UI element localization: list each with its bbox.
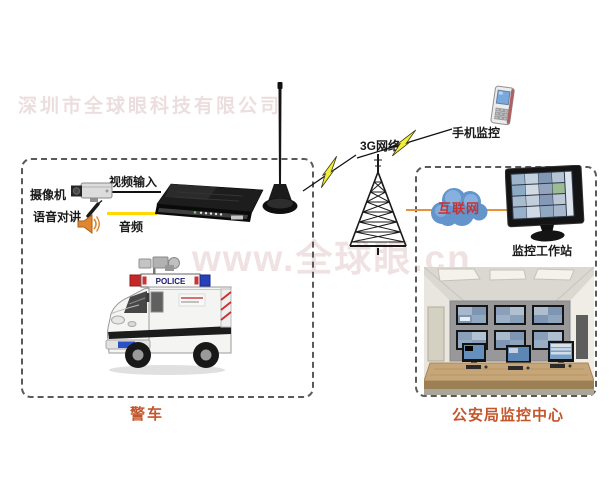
3g-network-label: 3G网络 bbox=[360, 139, 401, 153]
van-police-sign: POLICE bbox=[156, 277, 186, 286]
monitor-center-group-box bbox=[415, 166, 597, 397]
antenna-icon bbox=[262, 82, 298, 214]
lightning-bolt-icon bbox=[391, 129, 417, 157]
mobile-monitoring-label: 手机监控 bbox=[452, 126, 501, 140]
dvr-device bbox=[155, 183, 264, 222]
tower-to-internet-line bbox=[406, 209, 433, 211]
control-room-image bbox=[424, 267, 594, 395]
voice-intercom-label: 语音对讲 bbox=[33, 210, 82, 224]
police-vehicle-group-box bbox=[21, 158, 314, 398]
police-van-image: POLICE bbox=[105, 256, 232, 375]
cctv-camera-icon bbox=[71, 182, 113, 202]
audio-line bbox=[107, 212, 157, 215]
video-input-label: 视频输入 bbox=[109, 175, 158, 189]
wall-monitors bbox=[456, 305, 564, 350]
wireless-link-left bbox=[302, 154, 357, 192]
lightning-bolt-icon bbox=[320, 156, 338, 188]
monitor-center-caption: 公安局监控中心 bbox=[452, 407, 565, 424]
speaker-icon bbox=[77, 214, 100, 234]
workstation-monitor-icon bbox=[505, 165, 585, 242]
microphone-icon bbox=[86, 199, 103, 218]
website-watermark: www.全球眼.cn bbox=[192, 238, 472, 279]
workstation-label: 监控工作站 bbox=[512, 244, 573, 258]
internet-to-workstation-line bbox=[481, 209, 512, 211]
internet-label: 互联网 bbox=[438, 201, 481, 216]
mobile-phone-icon bbox=[490, 85, 515, 126]
camera-label: 摄像机 bbox=[30, 188, 67, 202]
company-watermark: 深圳市全球眼科技有限公司 bbox=[18, 96, 283, 117]
police-vehicle-caption: 警车 bbox=[130, 406, 165, 423]
3g-tower-icon bbox=[349, 154, 407, 255]
wireless-link-right bbox=[356, 128, 453, 159]
internet-cloud-icon bbox=[431, 188, 488, 226]
audio-label: 音频 bbox=[119, 220, 144, 234]
video-input-line bbox=[107, 191, 161, 193]
